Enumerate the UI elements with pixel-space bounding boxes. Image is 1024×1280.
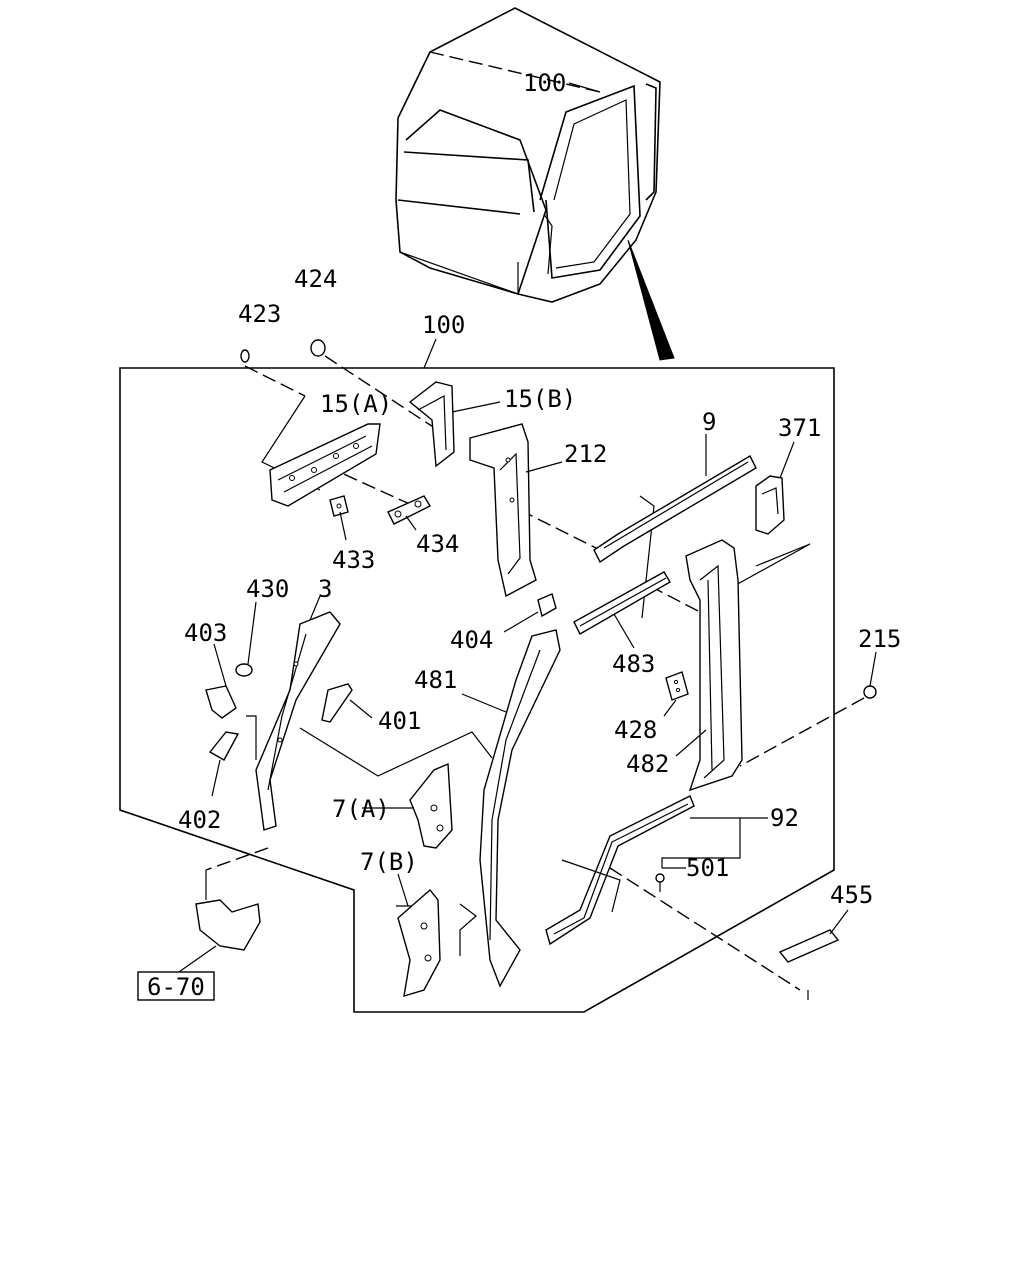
label-3: 3 <box>318 575 332 603</box>
cab-overview <box>395 7 675 361</box>
reference-box-label: 6-70 <box>147 973 205 1001</box>
part-3-pillar <box>255 611 341 831</box>
label-15b: 15(B) <box>504 385 576 413</box>
part-482-pillar <box>685 539 743 792</box>
part-ref-bracket <box>175 899 261 975</box>
part-9-rail <box>593 455 757 564</box>
part-430-plug <box>235 663 253 677</box>
part-215-nut <box>863 685 877 699</box>
label-401: 401 <box>378 707 421 735</box>
label-424: 424 <box>294 265 337 293</box>
part-labels: 100 100 424 423 15(A) 15(B) 212 9 371 43… <box>178 69 901 909</box>
label-frame-100: 100 <box>422 311 465 339</box>
label-428: 428 <box>614 716 657 744</box>
label-483: 483 <box>612 650 655 678</box>
part-92-rail <box>545 795 741 946</box>
part-433-nut-plate <box>329 495 349 517</box>
label-212: 212 <box>564 440 607 468</box>
label-7a: 7(A) <box>332 795 390 823</box>
part-212-pillar <box>469 423 537 598</box>
label-371: 371 <box>778 414 821 442</box>
part-403-bracket <box>205 685 237 719</box>
part-7a-hinge <box>409 762 453 849</box>
part-428-bracket <box>665 671 689 701</box>
reference-box-6-70: 6-70 <box>137 971 215 1001</box>
label-15a: 15(A) <box>320 390 392 418</box>
part-424-grommet <box>310 339 326 357</box>
part-423-clip <box>240 349 250 363</box>
label-434: 434 <box>416 530 459 558</box>
label-215: 215 <box>858 625 901 653</box>
label-7b: 7(B) <box>360 848 418 876</box>
label-433: 433 <box>332 546 375 574</box>
part-401-strap <box>321 683 353 723</box>
label-430: 430 <box>246 575 289 603</box>
label-402: 402 <box>178 806 221 834</box>
part-501-bolt <box>655 873 665 892</box>
part-402-clip <box>208 731 240 761</box>
part-7b-hinge <box>397 888 441 997</box>
part-483-rail <box>573 571 671 635</box>
part-434-plate <box>387 495 431 525</box>
label-403: 403 <box>184 619 227 647</box>
part-371-bracket <box>755 475 785 535</box>
label-404: 404 <box>450 626 493 654</box>
label-cab-100: 100 <box>523 69 566 97</box>
leader-lines <box>205 355 865 1000</box>
label-92: 92 <box>770 804 799 832</box>
label-481: 481 <box>414 666 457 694</box>
label-9: 9 <box>702 408 716 436</box>
part-15a-bracket <box>269 423 381 507</box>
label-455: 455 <box>830 881 873 909</box>
label-482: 482 <box>626 750 669 778</box>
part-481-pillar <box>479 629 561 988</box>
frame-outline <box>119 338 835 1013</box>
part-404-bracket <box>537 593 557 618</box>
label-pointers <box>211 401 877 935</box>
part-455-pad <box>778 929 840 963</box>
label-501: 501 <box>686 854 729 882</box>
part-15b-bracket <box>408 381 455 468</box>
label-423: 423 <box>238 300 281 328</box>
